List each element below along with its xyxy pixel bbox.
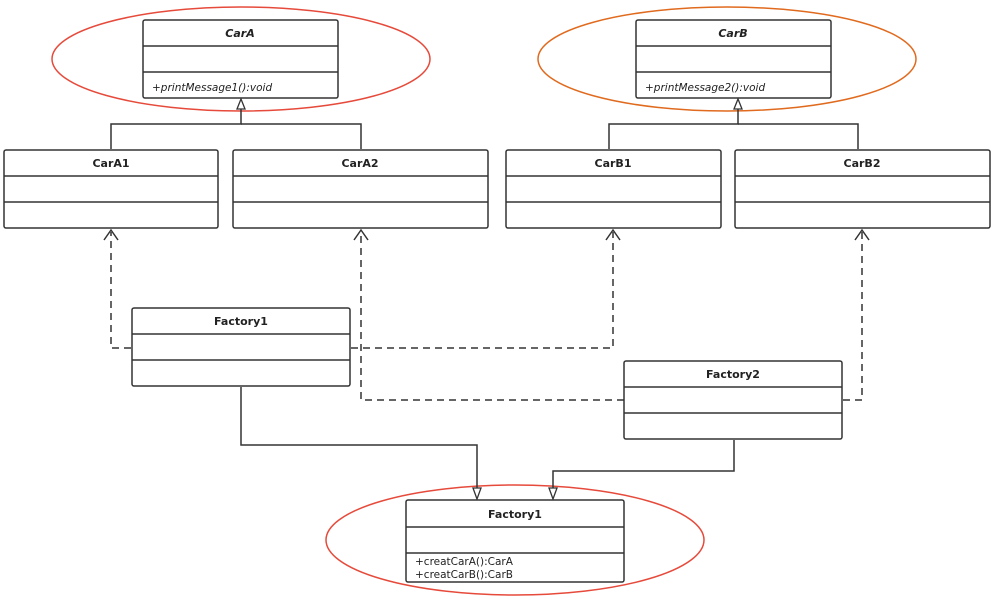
generalization-arrow-car-b — [733, 97, 743, 110]
class-name: CarA — [225, 27, 254, 40]
class-car-b[interactable]: CarB +printMessage2():void — [635, 19, 832, 99]
edge-car-b2-to-car-b — [738, 123, 859, 149]
class-method: +creatCarA():CarA — [415, 556, 514, 568]
class-factory2[interactable]: Factory2 — [623, 360, 843, 440]
edge-car-a1-to-car-a — [110, 114, 242, 149]
class-name: CarB1 — [595, 157, 632, 170]
class-factory-base[interactable]: Factory1 +creatCarA():CarA +creatCarB():… — [405, 499, 625, 583]
edge-car-b1-to-car-b — [608, 114, 739, 149]
class-name: CarA1 — [92, 157, 129, 170]
class-car-b1[interactable]: CarB1 — [505, 149, 722, 229]
highlight-ellipse-factory-base — [325, 484, 705, 596]
edge-factory1-to-factory-base — [240, 387, 478, 488]
class-name: Factory1 — [214, 315, 268, 328]
class-method: +creatCarB():CarB — [415, 569, 513, 581]
class-car-a2[interactable]: CarA2 — [232, 149, 489, 229]
generalization-arrow-factory2 — [548, 487, 558, 501]
class-method: +printMessage2():void — [645, 82, 765, 94]
dependency-factory1-to-car-b1 — [351, 228, 621, 349]
dependency-factory2-to-car-b2 — [843, 228, 870, 401]
class-car-a1[interactable]: CarA1 — [3, 149, 219, 229]
class-name: Factory2 — [706, 368, 760, 381]
generalization-arrow-factory1 — [472, 487, 482, 501]
dependency-factory2-to-car-a2 — [353, 228, 624, 401]
class-name: CarB — [718, 27, 747, 40]
class-method: +printMessage1():void — [152, 82, 272, 94]
edge-car-a2-to-car-a — [241, 123, 362, 149]
generalization-arrow-car-a — [236, 97, 246, 110]
class-car-a[interactable]: CarA +printMessage1():void — [142, 19, 339, 99]
class-name: CarB2 — [844, 157, 881, 170]
class-name: CarA2 — [341, 157, 378, 170]
dependency-factory1-to-car-a1 — [103, 228, 131, 349]
edge-factory2-to-factory-base — [552, 440, 735, 488]
highlight-ellipse-car-b — [537, 6, 917, 112]
class-factory1[interactable]: Factory1 — [131, 307, 351, 387]
class-name: Factory1 — [488, 508, 542, 521]
class-car-b2[interactable]: CarB2 — [734, 149, 991, 229]
